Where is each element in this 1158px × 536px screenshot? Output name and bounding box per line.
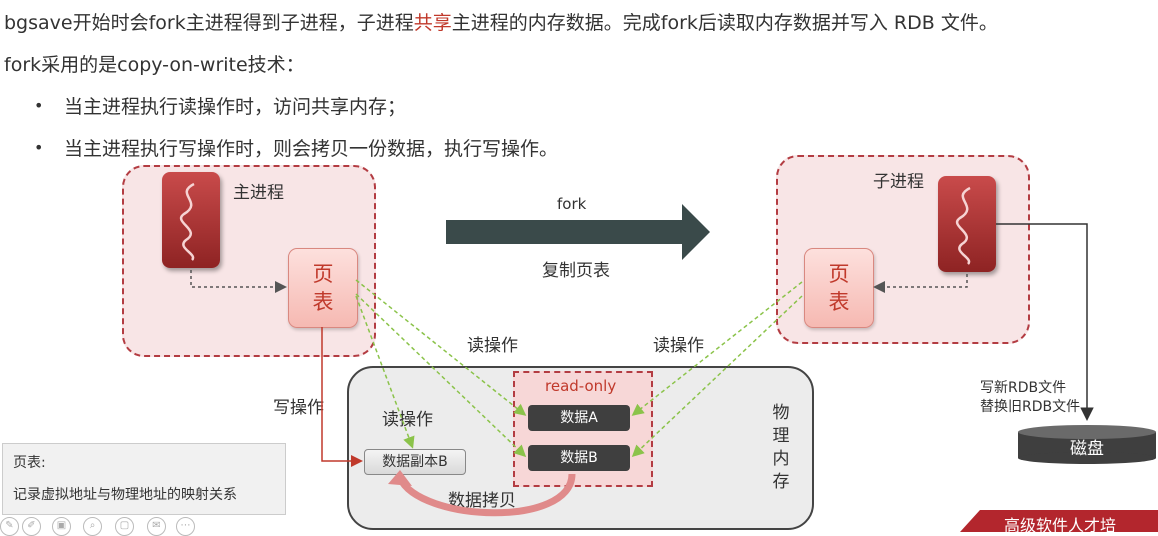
child-page-table: 页 表 — [804, 248, 874, 328]
child-to-disk — [996, 223, 1094, 421]
page-table-note: 页表: 记录虚拟地址与物理地址的映射关系 — [2, 443, 286, 515]
bullet-dot-1: • — [34, 96, 44, 115]
rdb-label-2: 替换旧RDB文件 — [980, 399, 1081, 415]
bullet-2: 当主进程执行写操作时，则会拷贝一份数据，执行写操作。 — [64, 138, 559, 160]
disk-label: 磁盘 — [1070, 439, 1104, 459]
fork-arrow — [446, 204, 710, 260]
write-line — [321, 327, 363, 467]
main-read-data-b — [355, 293, 527, 458]
copy-page-table-label: 复制页表 — [542, 261, 610, 281]
bullet-dot-2: • — [34, 138, 44, 157]
child-process-label: 子进程 — [873, 172, 924, 192]
corner-banner-text: 高级软件人才培 — [1004, 516, 1117, 535]
read-op-right-label: 读操作 — [653, 336, 704, 356]
header-line-2: fork采用的是copy-on-write技术： — [4, 54, 305, 76]
header-line-1: bgsave开始时会fork主进程得到子进程，子进程共享主进程的内存数据。完成f… — [4, 12, 998, 34]
toolbar-save-icon[interactable]: ▣ — [52, 517, 71, 536]
child-process-icon — [938, 176, 996, 272]
data-b-block: 数据B — [528, 445, 630, 471]
child-read-data-a — [631, 281, 803, 416]
data-copy-b-block: 数据副本B — [364, 449, 466, 475]
physical-memory-label: 物 理 内 存 — [772, 403, 790, 492]
read-op-inner-label: 读操作 — [382, 410, 433, 430]
read-op-left-label: 读操作 — [467, 336, 518, 356]
toolbar-mail-icon[interactable]: ✉ — [147, 517, 166, 536]
toolbar-zoom-icon[interactable]: ▢ — [115, 517, 134, 536]
note-body: 记录虚拟地址与物理地址的映射关系 — [13, 487, 237, 503]
toolbar-pen-icon[interactable]: ✎ — [0, 517, 19, 536]
disk-icon — [1018, 425, 1156, 464]
highlight-shared: 共享 — [413, 12, 452, 34]
write-op-label: 写操作 — [273, 398, 324, 418]
bullet-1: 当主进程执行读操作时，访问共享内存； — [64, 96, 407, 118]
squiggle-icon — [180, 182, 195, 261]
toolbar-search-icon[interactable]: ⌕ — [83, 517, 102, 536]
main-read-data-a — [355, 279, 527, 416]
main-page-table: 页 表 — [288, 248, 358, 328]
corner-banner — [960, 510, 1158, 532]
main-process-to-pagetable — [190, 270, 287, 293]
toolbar-more-icon[interactable]: ⋯ — [176, 517, 195, 536]
data-copy-label: 数据拷贝 — [448, 491, 516, 511]
rdb-label-1: 写新RDB文件 — [980, 380, 1067, 396]
squiggle-icon — [956, 186, 971, 265]
copy-curve — [396, 473, 576, 517]
note-title: 页表: — [13, 455, 46, 471]
read-only-label: read-only — [545, 377, 617, 395]
fork-label: fork — [557, 195, 587, 213]
disk: 磁盘 — [1018, 424, 1156, 464]
toolbar-edit-icon[interactable]: ✐ — [22, 517, 41, 536]
data-a-block: 数据A — [528, 405, 630, 431]
main-read-copy — [355, 295, 415, 449]
main-process-icon — [162, 172, 220, 268]
main-process-label: 主进程 — [233, 183, 284, 203]
child-read-data-b — [631, 295, 803, 458]
child-process-to-pagetable — [873, 274, 968, 293]
